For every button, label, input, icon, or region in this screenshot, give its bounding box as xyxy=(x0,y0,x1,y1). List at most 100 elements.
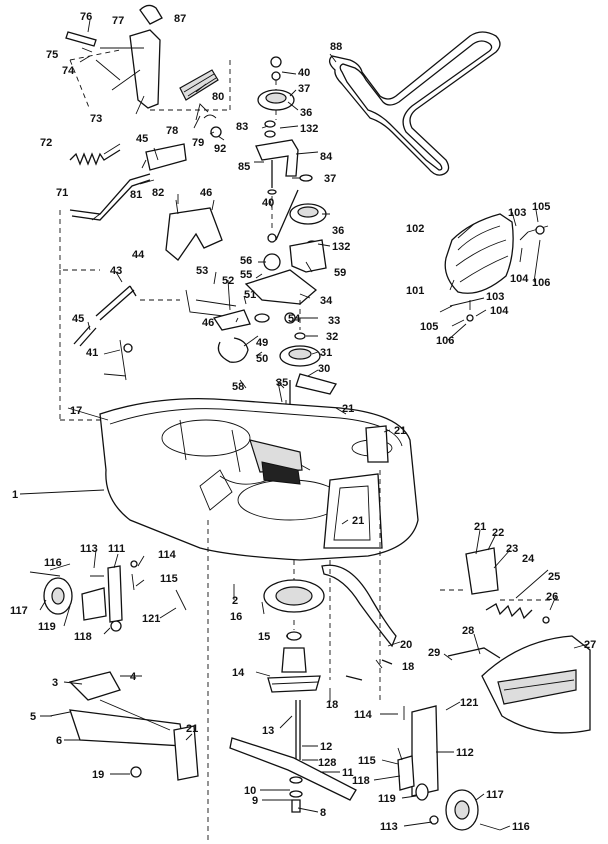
part-label: 40 xyxy=(262,197,274,209)
part-label: 27 xyxy=(584,639,596,651)
diagram-artwork xyxy=(29,4,591,840)
part-label: 46 xyxy=(202,317,214,329)
pulley-stack xyxy=(185,56,337,440)
part-label: 6 xyxy=(56,735,62,747)
part-label: 104 xyxy=(490,305,509,317)
part-label: 36 xyxy=(300,107,312,119)
part-label: 46 xyxy=(200,187,212,199)
part-label: 77 xyxy=(112,15,124,27)
part-label: 85 xyxy=(238,161,250,173)
part-label: 29 xyxy=(428,647,440,659)
part-label: 11 xyxy=(342,767,354,779)
part-label: 8 xyxy=(320,807,326,819)
part-label: 112 xyxy=(456,747,474,759)
part-label: 20 xyxy=(400,639,412,651)
part-label: 21 xyxy=(394,425,406,437)
part-label: 12 xyxy=(320,741,332,753)
part-label: 33 xyxy=(328,315,340,327)
part-label: 121 xyxy=(460,697,478,709)
part-label: 50 xyxy=(256,353,268,365)
part-label: 113 xyxy=(80,543,98,555)
part-label: 13 xyxy=(262,725,274,737)
part-label: 24 xyxy=(522,553,535,565)
part-label: 37 xyxy=(324,173,336,185)
part-label: 84 xyxy=(320,151,333,163)
part-label: 103 xyxy=(486,291,504,303)
part-label: 115 xyxy=(160,573,178,585)
part-label: 9 xyxy=(252,795,258,807)
part-label: 106 xyxy=(436,335,454,347)
part-label: 118 xyxy=(352,775,370,787)
belt-cover-assembly xyxy=(440,547,591,734)
part-label: 3 xyxy=(52,677,58,689)
part-label: 73 xyxy=(90,113,102,125)
part-label: 105 xyxy=(420,321,438,333)
part-label: 19 xyxy=(92,769,104,781)
part-label: 113 xyxy=(380,821,398,833)
blade-spindle-assembly xyxy=(229,560,397,813)
part-label: 40 xyxy=(298,67,310,79)
part-label: 102 xyxy=(406,223,424,235)
part-label: 117 xyxy=(10,605,28,617)
part-label: 83 xyxy=(236,121,248,133)
part-label: 21 xyxy=(352,515,364,527)
leader-lines xyxy=(19,19,589,831)
part-label: 10 xyxy=(244,785,256,797)
part-label: 103 xyxy=(508,207,526,219)
part-label: 45 xyxy=(136,133,148,145)
part-label: 32 xyxy=(326,331,338,343)
part-label: 45 xyxy=(72,313,84,325)
part-label: 31 xyxy=(320,347,332,359)
front-bracket xyxy=(49,671,199,781)
part-label: 115 xyxy=(358,755,376,767)
part-label: 55 xyxy=(240,269,252,281)
part-label: 116 xyxy=(512,821,530,833)
part-label: 51 xyxy=(244,289,256,301)
drive-belt xyxy=(328,31,501,176)
part-label: 58 xyxy=(232,381,244,393)
part-label: 21 xyxy=(474,521,486,533)
part-label: 101 xyxy=(406,285,424,297)
part-label: 104 xyxy=(510,273,529,285)
part-label: 26 xyxy=(546,591,558,603)
part-label: 15 xyxy=(258,631,270,643)
part-label: 111 xyxy=(108,543,125,555)
part-label: 76 xyxy=(80,11,92,23)
right-gauge-wheel-assembly xyxy=(397,705,501,831)
part-label: 59 xyxy=(334,267,346,279)
part-label: 128 xyxy=(318,757,336,769)
part-label: 41 xyxy=(86,347,98,359)
part-label: 18 xyxy=(326,699,338,711)
part-label: 114 xyxy=(354,709,373,721)
part-label: 82 xyxy=(152,187,164,199)
part-label: 17 xyxy=(70,405,82,417)
part-label: 114 xyxy=(158,549,177,561)
part-label: 30 xyxy=(318,363,330,375)
part-label: 119 xyxy=(38,621,56,633)
part-label: 14 xyxy=(232,667,245,679)
part-label: 132 xyxy=(300,123,318,135)
part-label: 44 xyxy=(132,249,145,261)
part-label: 4 xyxy=(130,671,137,683)
part-label: 16 xyxy=(230,611,242,623)
part-label: 117 xyxy=(486,789,504,801)
part-label: 43 xyxy=(110,265,122,277)
part-label: 118 xyxy=(74,631,92,643)
part-label: 106 xyxy=(532,277,550,289)
part-label: 56 xyxy=(240,255,252,267)
part-label: 81 xyxy=(130,189,142,201)
left-gauge-wheel-assembly xyxy=(29,560,187,632)
part-label: 80 xyxy=(212,91,224,103)
part-label: 88 xyxy=(330,41,342,53)
mower-deck xyxy=(60,397,419,840)
part-label: 52 xyxy=(222,275,234,287)
part-label: 35 xyxy=(276,377,288,389)
part-label: 1 xyxy=(12,489,18,501)
part-label: 105 xyxy=(532,201,550,213)
part-label: 49 xyxy=(256,337,268,349)
part-label: 34 xyxy=(320,295,333,307)
part-label: 92 xyxy=(214,143,226,155)
part-label: 53 xyxy=(196,265,208,277)
part-labels: 76 77 87 75 74 73 80 78 79 92 72 45 81 8… xyxy=(10,11,596,833)
